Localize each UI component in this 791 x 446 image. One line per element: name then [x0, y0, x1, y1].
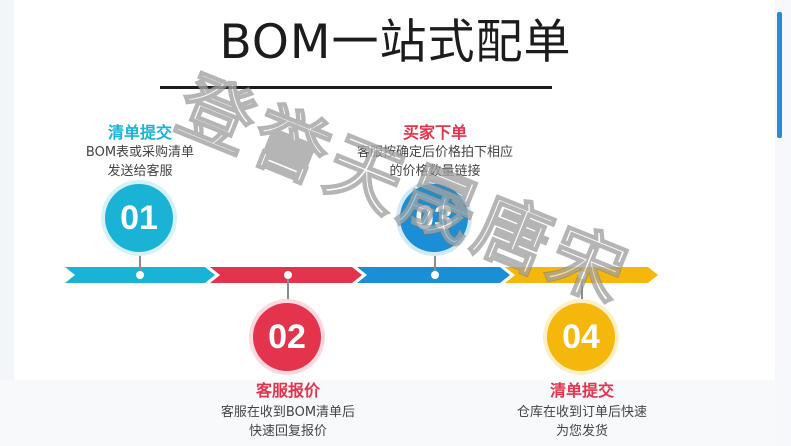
stem-3 [434, 244, 436, 271]
stem-1 [139, 244, 141, 271]
step-desc-4a: 仓库在收到订单后快速 [516, 405, 647, 420]
page-title: BOM一站式配单 [219, 15, 572, 70]
stem-2 [287, 279, 289, 307]
step-desc-4b: 为您发货 [555, 424, 608, 439]
node-dot-2 [284, 271, 292, 279]
step-number-4: 04 [547, 303, 615, 371]
step-number-2: 02 [253, 303, 321, 371]
step-desc-1a: BOM表或采购清单 [85, 145, 195, 160]
step-desc-2b: 快速回复报价 [248, 424, 327, 439]
step-desc-1b: 发送给客服 [107, 164, 173, 179]
scrollbar-track[interactable] [775, 0, 791, 446]
step-title-1: 清单提交 [107, 123, 172, 142]
step-number-3: 03 [400, 184, 468, 252]
scrollbar-thumb[interactable] [777, 12, 782, 138]
left-gutter [0, 0, 14, 380]
step-number-1: 01 [105, 184, 173, 252]
stem-4 [581, 279, 583, 307]
step-desc-3b: 的价格数量链接 [389, 164, 481, 179]
step-title-4: 清单提交 [549, 381, 614, 400]
node-dot-3 [431, 271, 439, 279]
title-underline [160, 86, 552, 89]
node-dot-4 [578, 271, 586, 279]
node-dot-1 [136, 271, 144, 279]
step-desc-2a: 客服在收到BOM清单后 [220, 405, 356, 420]
step-title-2: 客服报价 [255, 381, 320, 400]
bottom-band [0, 380, 775, 446]
step-title-3: 买家下单 [402, 123, 467, 142]
step-desc-3a: 客服按确定后价格拍下相应 [356, 145, 513, 160]
